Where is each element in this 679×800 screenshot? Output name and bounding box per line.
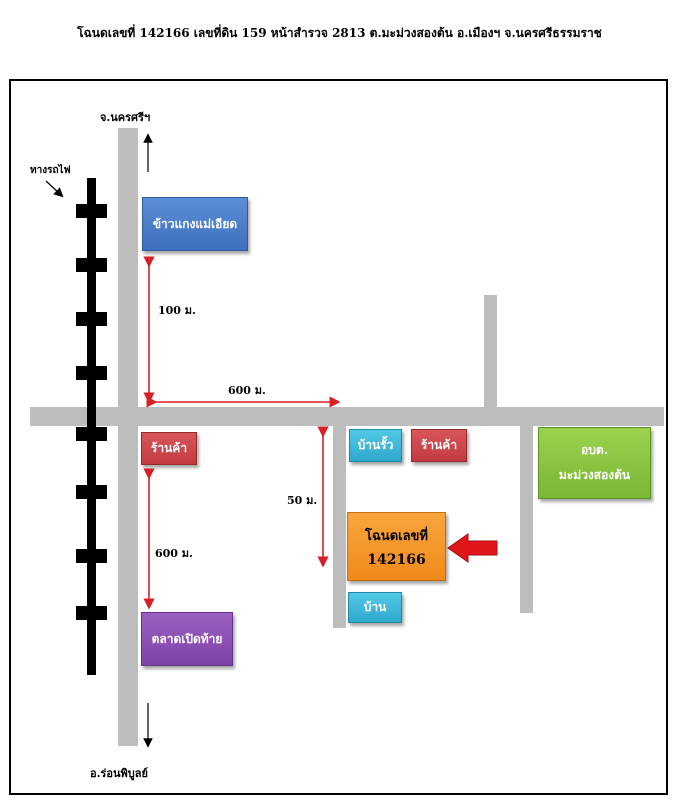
shop-right: ร้านค้า bbox=[411, 429, 467, 462]
railway-pointer-arrow bbox=[45, 180, 64, 198]
railway-sleeper bbox=[76, 312, 107, 326]
khao-kaeng-label: ข้าวแกงแม่เอียด bbox=[152, 216, 238, 231]
obt-office: อบต. มะม่วงสองต้น bbox=[538, 427, 651, 499]
house: บ้าน bbox=[348, 592, 402, 623]
page-title: โฉนดเลขที่ 142166 เลขที่ดิน 159 หน้าสำรว… bbox=[77, 26, 602, 40]
railway-sleeper bbox=[76, 366, 107, 380]
plot-pointer-arrow bbox=[447, 533, 498, 563]
house-label: บ้าน bbox=[363, 600, 387, 614]
railway-sleeper bbox=[76, 606, 107, 620]
shop-left-label: ร้านค้า bbox=[150, 441, 188, 455]
cross-road-horizontal bbox=[30, 407, 664, 426]
night-market-label: ตลาดเปิดท้าย bbox=[151, 631, 223, 646]
railway-sleeper bbox=[76, 485, 107, 499]
soi-road-north bbox=[484, 295, 497, 410]
plot-label-line2: 142166 bbox=[367, 552, 426, 568]
distance-100-label: 100 ม. bbox=[158, 304, 196, 317]
ban-rua: บ้านรั้ว bbox=[349, 429, 402, 462]
south-destination-label: อ.ร่อนพิบูลย์ bbox=[90, 767, 148, 780]
railway-track bbox=[87, 178, 96, 675]
railway-sleeper bbox=[76, 204, 107, 218]
khao-kaeng-restaurant: ข้าวแกงแม่เอียด bbox=[142, 197, 248, 251]
railway-sleeper bbox=[76, 427, 107, 441]
railway-sleeper bbox=[76, 549, 107, 563]
soi-road-plot bbox=[333, 424, 346, 628]
map-frame bbox=[9, 79, 668, 795]
shop-right-label: ร้านค้า bbox=[420, 438, 458, 452]
distance-50-label: 50 ม. bbox=[287, 494, 318, 507]
north-destination-label: จ.นครศรีฯ bbox=[100, 111, 151, 124]
obt-label-line1: อบต. bbox=[581, 443, 608, 457]
main-road-vertical bbox=[118, 128, 138, 746]
distance-600-vertical-label: 600 ม. bbox=[155, 547, 193, 560]
ban-rua-label: บ้านรั้ว bbox=[357, 438, 394, 452]
night-market: ตลาดเปิดท้าย bbox=[141, 612, 233, 666]
plot-label-line1: โฉนดเลขที่ bbox=[364, 529, 429, 544]
railway-label: ทางรถไฟ bbox=[30, 165, 71, 176]
land-plot-142166: โฉนดเลขที่ 142166 bbox=[347, 512, 446, 581]
distance-600-horizontal-label: 600 ม. bbox=[228, 384, 266, 397]
railway-sleeper bbox=[76, 258, 107, 272]
obt-label-line2: มะม่วงสองต้น bbox=[558, 468, 631, 482]
soi-road-obt bbox=[520, 424, 533, 613]
shop-left: ร้านค้า bbox=[141, 432, 197, 465]
